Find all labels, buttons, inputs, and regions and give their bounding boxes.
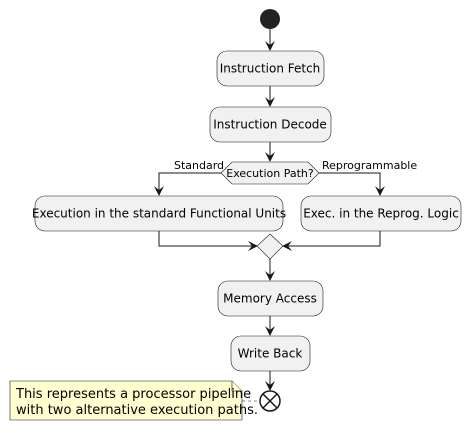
node-reprog-execution: Exec. in the Reprog. Logic (300, 195, 462, 232)
node-instruction-decode: Instruction Decode (209, 106, 332, 143)
node-memory-access: Memory Access (217, 280, 324, 317)
node-write-back-label: Write Back (238, 347, 303, 361)
node-instruction-fetch: Instruction Fetch (216, 50, 325, 87)
branch-label-standard: Standard (174, 159, 224, 172)
node-standard-execution: Execution in the standard Functional Uni… (32, 195, 286, 232)
end-node (259, 390, 281, 412)
edge-standard-merge (158, 231, 258, 251)
merge-node (256, 233, 284, 260)
note-line-2: with two alternative execution paths. (16, 403, 258, 418)
decision-execution-path-label: Execution Path? (226, 167, 314, 180)
node-reprog-execution-label: Exec. in the Reprog. Logic (303, 207, 459, 221)
branch-label-reprogrammable: Reprogrammable (322, 159, 417, 172)
node-standard-execution-label: Execution in the standard Functional Uni… (32, 207, 286, 221)
decision-execution-path: Execution Path? (220, 161, 320, 185)
node-write-back: Write Back (230, 335, 311, 372)
start-node (260, 9, 280, 29)
node-memory-access-label: Memory Access (223, 292, 317, 306)
edge-decision-reprog (319, 172, 385, 196)
edge-decision-standard (154, 172, 221, 196)
note: This represents a processor pipeline wit… (9, 380, 258, 421)
edge-reprog-merge (282, 231, 381, 251)
edges (154, 29, 385, 391)
node-instruction-decode-label: Instruction Decode (213, 118, 327, 132)
node-instruction-fetch-label: Instruction Fetch (220, 62, 321, 76)
note-line-1: This represents a processor pipeline (15, 387, 251, 402)
